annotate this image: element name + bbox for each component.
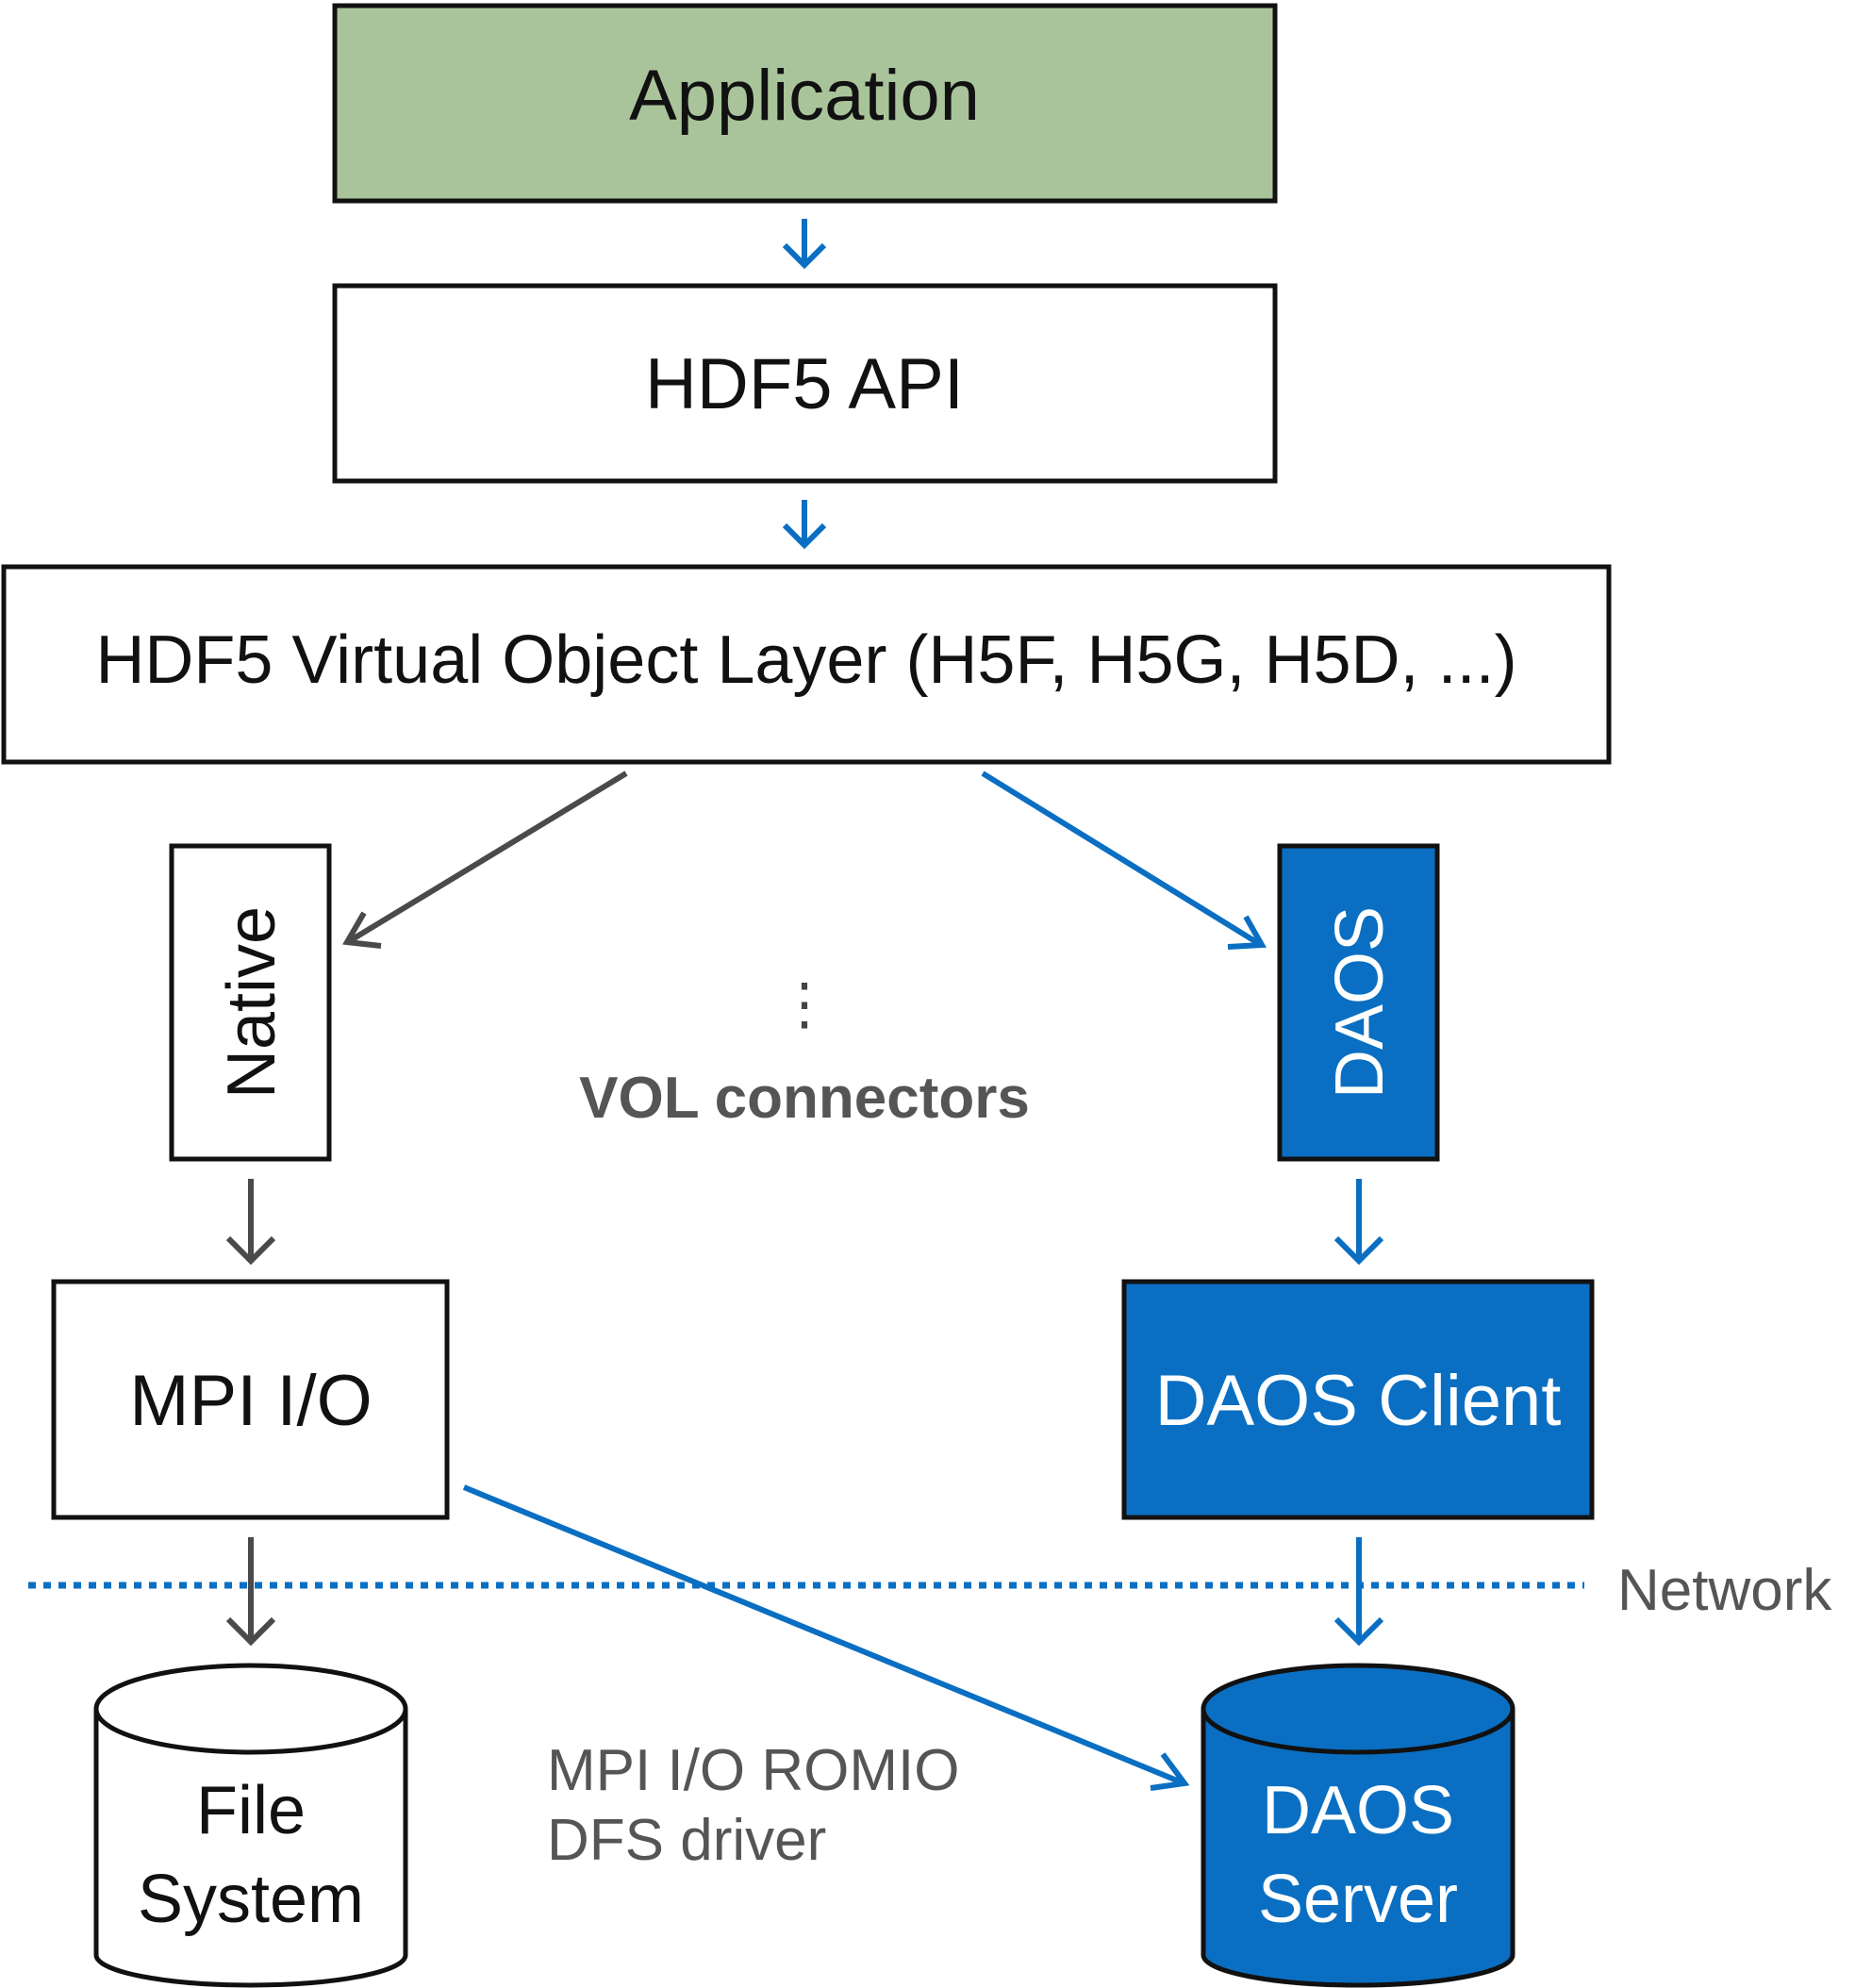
native-connector-box [169, 843, 332, 1162]
arrowhead-mpiio-to-filesystem [225, 1616, 276, 1647]
arrowhead-client-to-server [1333, 1616, 1384, 1647]
network-label: Network [1617, 1558, 1832, 1623]
romio-caption-line1: MPI I/O ROMIO [547, 1738, 959, 1803]
romio-caption-line2: DFS driver [547, 1808, 826, 1873]
arrow-romio-dfs-to-server [462, 1484, 1184, 1785]
file-system-label-line1: File [196, 1773, 306, 1848]
arrow-vol-to-native [349, 770, 628, 943]
arrowhead-native-to-mpiio [225, 1235, 276, 1266]
arrow-vol-to-daos [981, 770, 1260, 946]
native-label: Native [214, 906, 290, 1099]
arrowhead-application-to-api [782, 242, 827, 270]
arrowhead-romio-dfs-to-server [1150, 1752, 1190, 1791]
application-label: Application [629, 56, 980, 136]
mpi-io-box [51, 1279, 450, 1520]
arrowhead-vol-to-native [342, 911, 382, 949]
more-connectors-ellipsis: ⋮ [776, 972, 833, 1035]
file-system-cylinder [93, 1663, 408, 1988]
mpi-io-label: MPI I/O [129, 1361, 373, 1441]
hdf5-api-box [332, 283, 1278, 484]
vol-layer-box [1, 564, 1612, 765]
vol-connectors-caption: VOL connectors [579, 1066, 1030, 1131]
daos-client-label: DAOS Client [1155, 1361, 1562, 1441]
vol-layer-label: HDF5 Virtual Object Layer (H5F, H5G, H5D… [95, 622, 1516, 698]
file-system-label-line2: System [138, 1862, 364, 1937]
daos-connector-label: DAOS [1322, 906, 1398, 1099]
hdf5-api-label: HDF5 API [645, 344, 964, 424]
daos-connector-box [1277, 843, 1440, 1162]
arrowhead-daos-to-client [1333, 1235, 1384, 1266]
application-box [332, 3, 1278, 204]
arrowhead-vol-to-daos [1227, 915, 1267, 950]
daos-server-label-line1: DAOS [1262, 1773, 1454, 1848]
arrowhead-api-to-vol [782, 522, 827, 550]
daos-client-box [1121, 1279, 1595, 1520]
daos-server-label-line2: Server [1258, 1862, 1458, 1937]
daos-server-cylinder [1201, 1663, 1515, 1988]
